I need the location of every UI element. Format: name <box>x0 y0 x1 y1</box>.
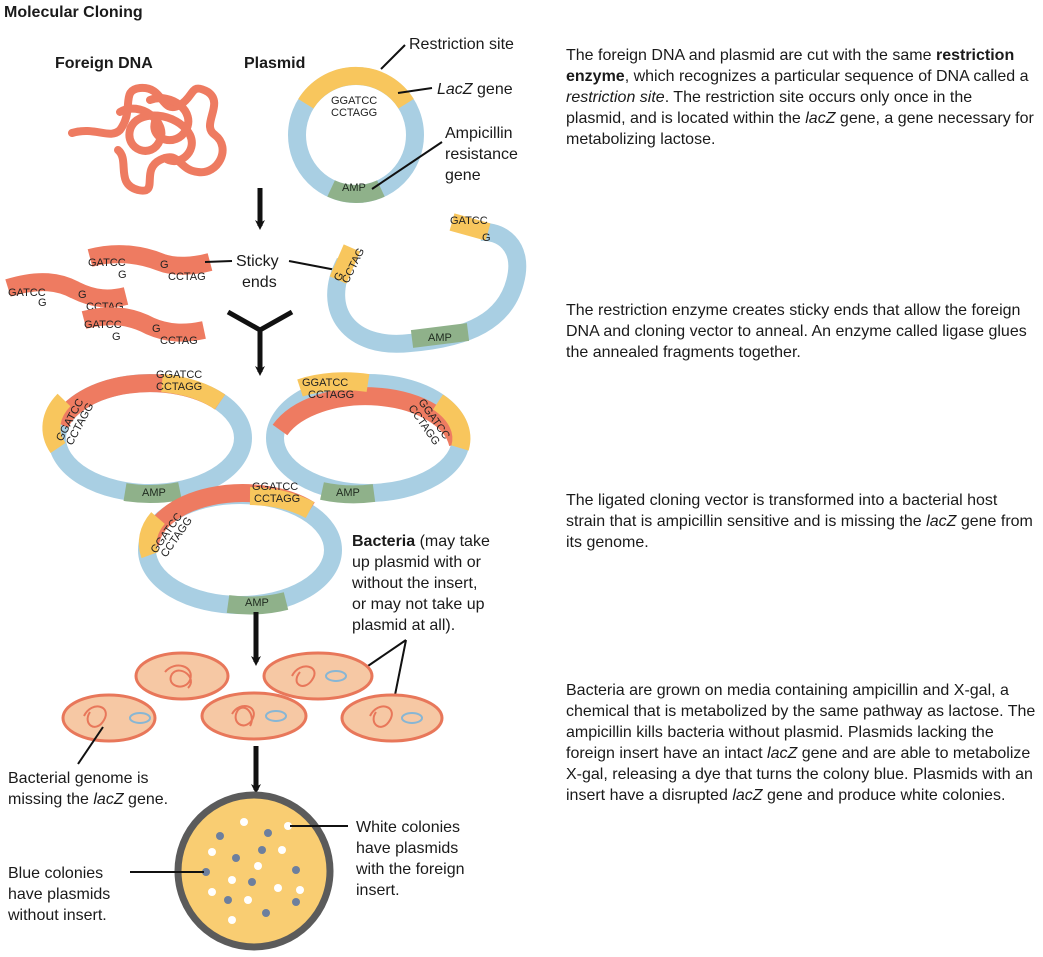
bacterium-1 <box>134 651 230 701</box>
svg-text:GGATCC: GGATCC <box>156 369 202 381</box>
merge-arrow <box>226 309 294 376</box>
plasmid-label: Plasmid <box>244 55 305 72</box>
genome-pointer <box>77 726 104 765</box>
amp-pointer <box>371 141 443 190</box>
svg-text:AMP: AMP <box>142 487 166 499</box>
foreign-dna-label: Foreign DNA <box>55 55 153 72</box>
restriction-site-pointer <box>380 44 406 70</box>
blue-colonies-label: Blue colonies have plasmids without inse… <box>7 865 115 924</box>
bacterial-genome-label: Bacterial genome is missing the lacZ gen… <box>8 770 168 808</box>
svg-text:GGATCC: GGATCC <box>302 377 348 389</box>
svg-text:G: G <box>152 323 161 335</box>
bacteria-label: Bacteria (may take up plasmid with or wi… <box>351 533 494 634</box>
svg-text:G: G <box>482 232 491 244</box>
bacterium-3 <box>61 693 157 743</box>
dna-fragment-3: GATCC G G CCTAG <box>81 307 206 347</box>
svg-text:AMP: AMP <box>245 597 269 609</box>
svg-text:G: G <box>78 289 87 301</box>
lacz-gene-label: LacZ gene <box>437 81 513 98</box>
foreign-dna-tangle <box>68 83 227 195</box>
bacterium-5 <box>340 693 444 743</box>
svg-text:AMP: AMP <box>336 487 360 499</box>
bacteria-pointer-1 <box>364 639 407 669</box>
recombinant-plasmid-left: AMP GGATCC CCTAGG GGATCC CCTAGG <box>42 369 252 503</box>
svg-text:CCTAGG: CCTAGG <box>254 493 300 505</box>
bacterial-cells <box>61 651 444 743</box>
white-colonies <box>208 818 304 924</box>
bacteria-pointer-2 <box>393 639 407 701</box>
diagram-title: Molecular Cloning <box>4 4 143 21</box>
amp-text: AMP <box>342 182 366 194</box>
bacterium-2 <box>262 651 374 701</box>
recombinant-plasmid-right: AMP GGATCC CCTAGG GGATCC CCTAGG <box>266 372 471 504</box>
svg-text:GGATCC: GGATCC <box>252 481 298 493</box>
sticky-pointer-left <box>204 260 233 263</box>
svg-text:GATCC: GATCC <box>450 215 488 227</box>
blue-colonies <box>202 829 300 917</box>
dna-fragment-1: GATCC G G CCTAG <box>87 245 213 283</box>
lacz-pointer <box>397 87 433 94</box>
svg-text:GATCC: GATCC <box>8 287 46 299</box>
sticky-pointer-right <box>288 260 337 271</box>
svg-text:CCTAG: CCTAG <box>160 335 198 347</box>
step1-description: The foreign DNA and plasmid are cut with… <box>566 47 1034 148</box>
svg-text:G: G <box>160 259 169 271</box>
plasmid-ring <box>288 66 424 203</box>
white-colonies-label: White colonies have plasmids with the fo… <box>355 819 469 899</box>
svg-text:AMP: AMP <box>428 332 452 344</box>
step3-description: The ligated cloning vector is transforme… <box>566 492 1033 551</box>
svg-text:CCTAGG: CCTAGG <box>308 389 354 401</box>
svg-text:GATCC: GATCC <box>84 319 122 331</box>
recombinant-plasmid-bottom: AMP GGATCC CCTAGG GGATCC CCTAGG <box>138 481 342 615</box>
restriction-site-segment <box>298 66 414 109</box>
restriction-site-label: Restriction site <box>409 36 514 53</box>
dna-fragment-2: GATCC G G CCTAG <box>5 273 129 313</box>
step4-description: Bacteria are grown on media containing a… <box>566 682 1036 804</box>
svg-text:CCTAG: CCTAG <box>168 271 206 283</box>
svg-text:CCTAGG: CCTAGG <box>156 381 202 393</box>
bacterium-4 <box>200 691 308 741</box>
amp-gene-segment <box>327 180 385 203</box>
svg-text:G: G <box>118 269 127 281</box>
opened-plasmid: AMP G CCTAG GATCC G <box>327 213 527 353</box>
svg-text:G: G <box>38 297 47 309</box>
site-seq-bottom: CCTAGG <box>331 107 377 119</box>
svg-text:GATCC: GATCC <box>88 257 126 269</box>
svg-text:G: G <box>112 331 121 343</box>
step2-description: The restriction enzyme creates sticky en… <box>566 302 1027 361</box>
site-seq-top: GGATCC <box>331 95 377 107</box>
